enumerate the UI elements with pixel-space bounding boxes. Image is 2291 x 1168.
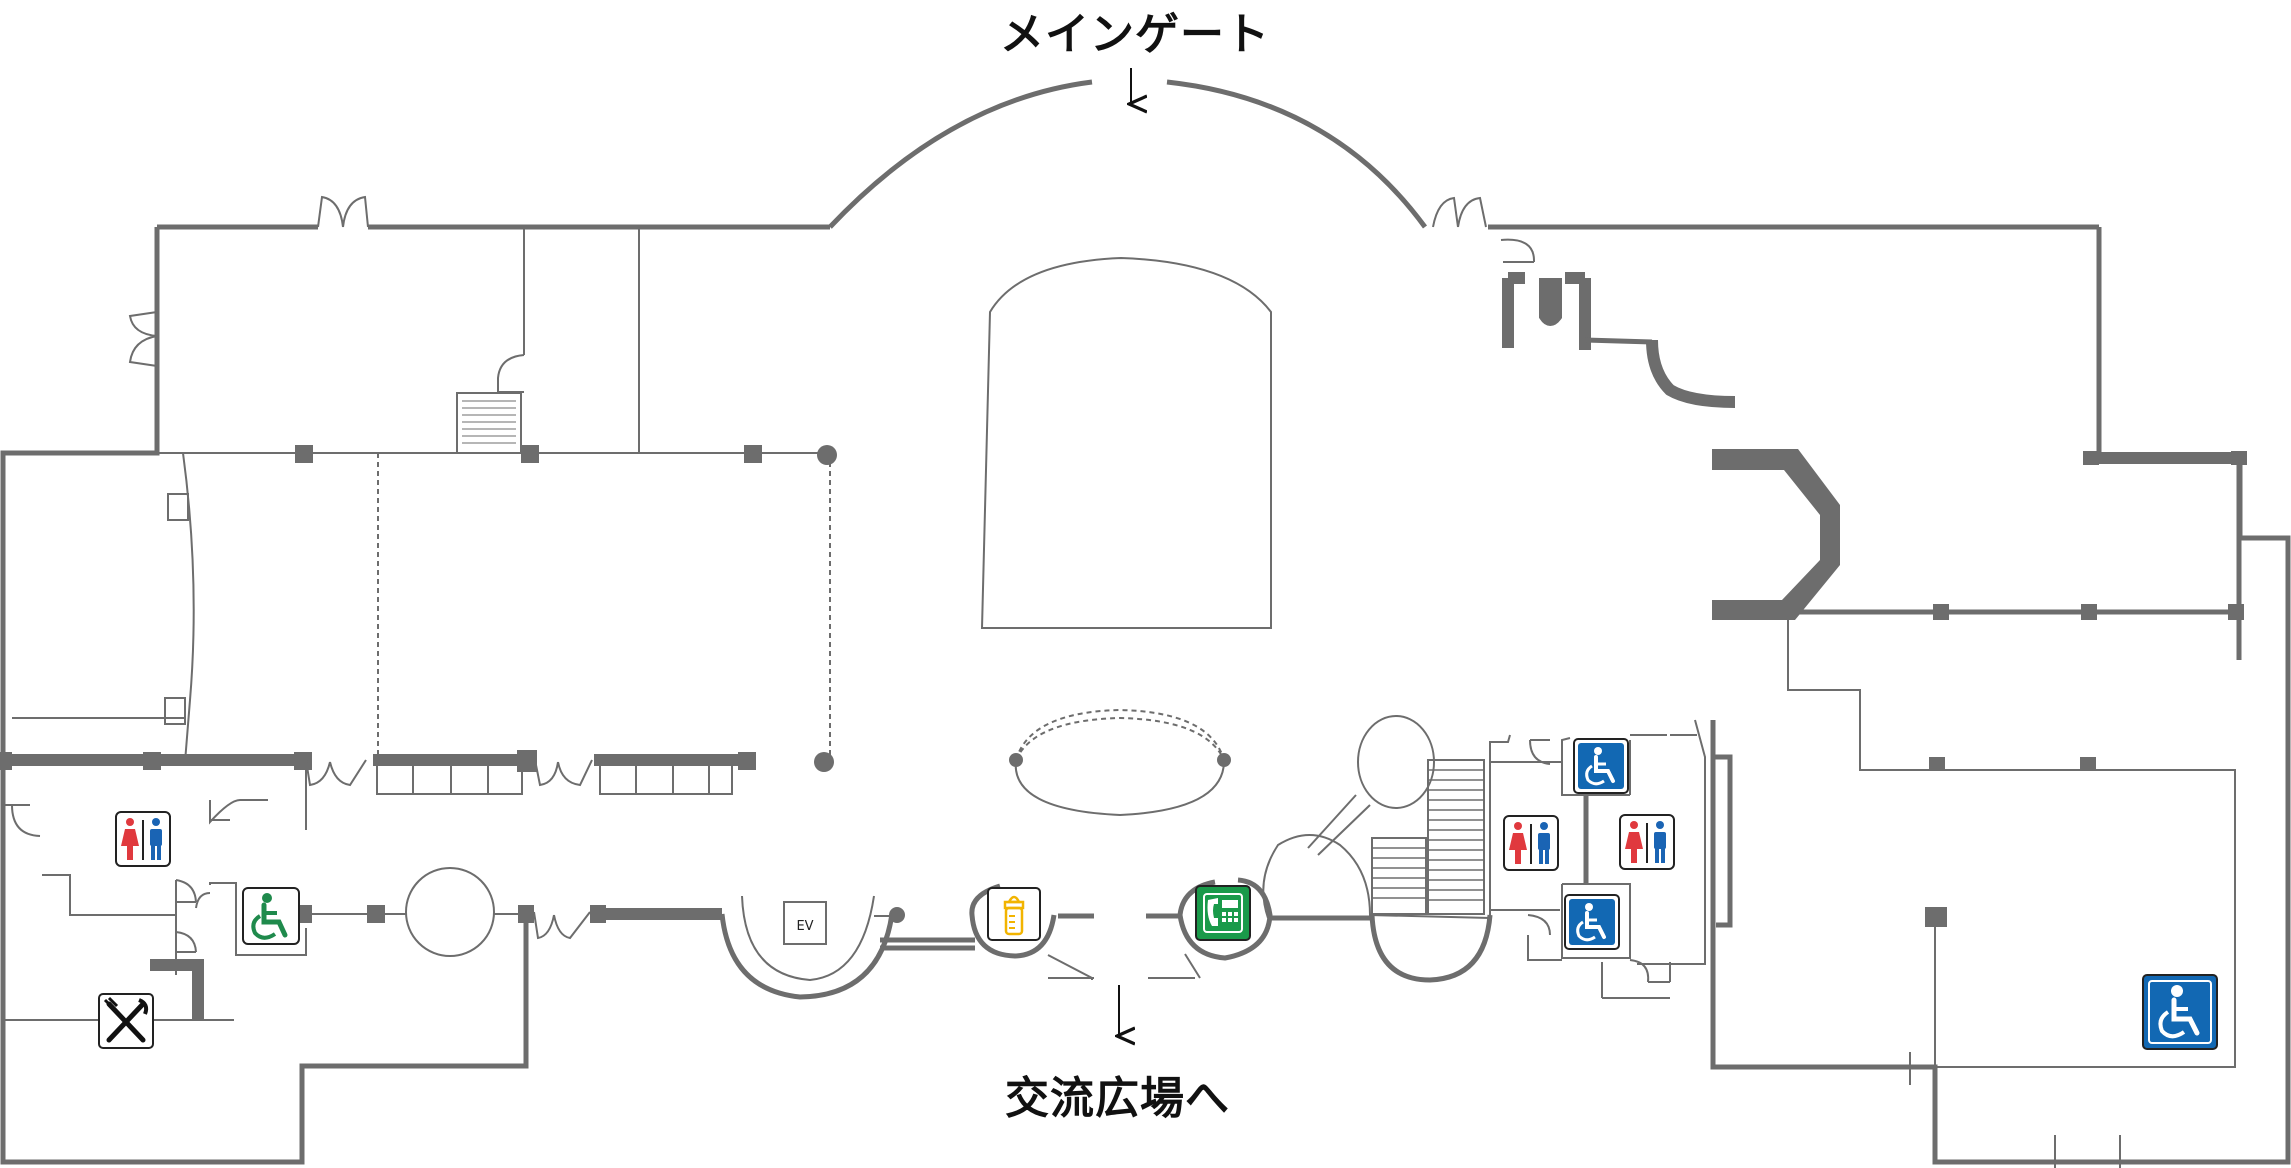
doors-top-right [1432,196,1487,228]
upper-left-rooms [12,227,831,763]
plaza-direction-label: 交流広場へ [1005,1073,1230,1124]
restroom-icon [1619,814,1675,870]
lower-left-wing [3,760,591,1021]
elevator-label: EV [796,919,813,934]
restroom-icon [1503,815,1559,871]
lower-right-space [1713,620,2236,1168]
nursing-room-icon [987,887,1041,941]
restaurant-icon [98,993,154,1049]
outer-walls [0,79,2291,1165]
wheelchair-icon [1564,894,1620,950]
lower-right-block [1262,715,1706,999]
columns [0,445,2247,927]
restroom-icon [115,811,171,867]
telephone-icon [1195,885,1251,941]
doors-top-left [128,195,369,367]
upper-right-structures [1500,227,2242,660]
middle-wall [3,754,744,795]
lower-center [598,877,1273,1000]
atrium [980,256,1272,817]
wheelchair-icon [242,887,300,945]
main-gate-label: メインゲート [1000,9,1270,60]
wheelchair-icon [2142,974,2218,1050]
wheelchair-icon [1573,738,1629,794]
